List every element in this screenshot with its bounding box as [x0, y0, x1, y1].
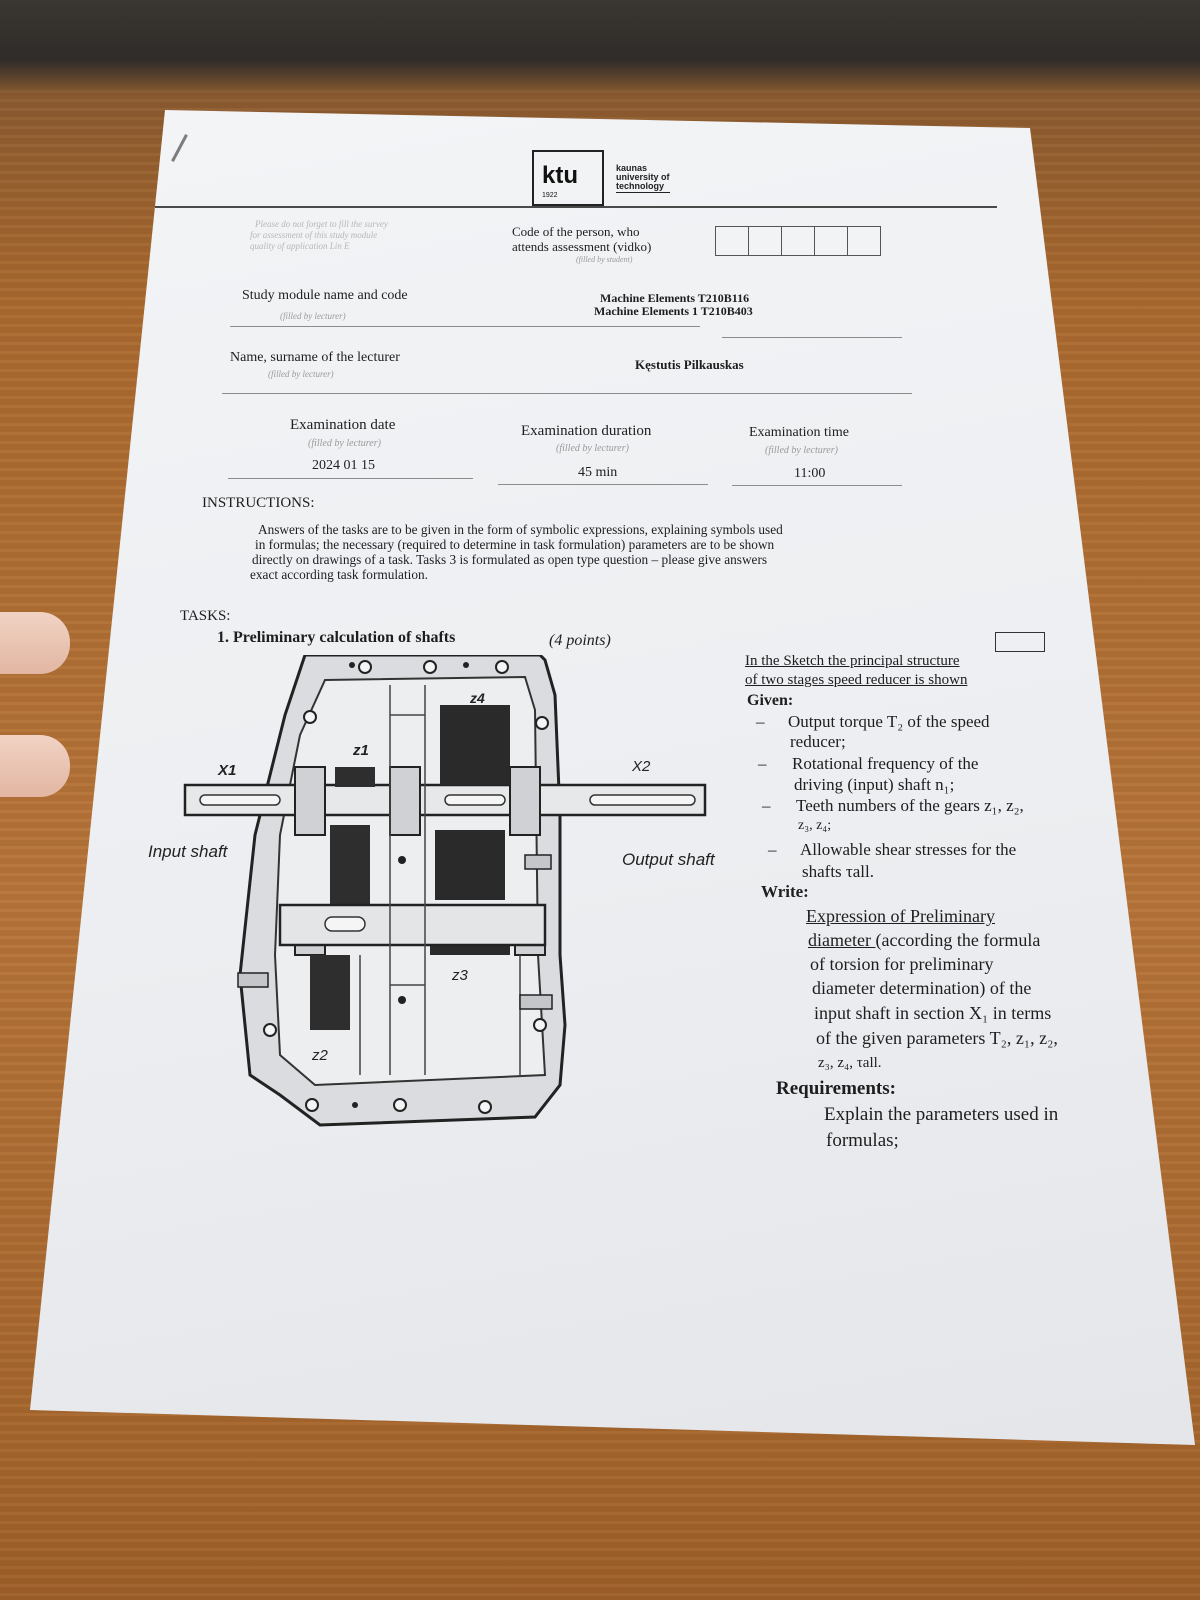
given-heading: Given:: [747, 692, 794, 709]
code-digit-box[interactable]: [715, 226, 749, 256]
code-digit-box[interactable]: [814, 226, 848, 256]
code-digit-box[interactable]: [748, 226, 782, 256]
write-text: diameter (according the formula: [808, 930, 1041, 950]
given-item: Allowable shear stresses for the: [800, 840, 1017, 859]
logo-mark: ktu: [542, 162, 578, 189]
code-digit-box[interactable]: [847, 226, 881, 256]
label-z2: z2: [311, 1047, 329, 1064]
code-label: Code of the person, who: [512, 224, 640, 239]
code-digit-box[interactable]: [781, 226, 815, 256]
instructions-heading: INSTRUCTIONS:: [202, 495, 315, 511]
label-x2: X2: [631, 758, 651, 775]
write-text: diameter determination) of the: [812, 978, 1032, 998]
instructions-line: Answers of the tasks are to be given in …: [258, 522, 783, 537]
write-text: Expression of Preliminary: [806, 906, 995, 926]
requirements-heading: Requirements:: [776, 1078, 896, 1099]
list-dash: –: [762, 796, 771, 815]
date-label: Examination date: [290, 417, 396, 433]
gearbox-sketch: X1 X2 z1 z4 z3 z2 Input shaft Output sha…: [148, 655, 716, 1127]
field-underline: [722, 337, 902, 338]
instructions-line: directly on drawings of a task. Tasks 3 …: [252, 552, 768, 567]
date-hint: (filled by lecturer): [308, 438, 381, 449]
field-underline: [230, 326, 700, 327]
header-divider: [155, 206, 997, 208]
field-underline: [498, 484, 708, 485]
module-label: Study module name and code: [242, 288, 408, 303]
task1-points: (4 points): [549, 632, 611, 649]
list-dash: –: [756, 712, 765, 731]
label-z3: z3: [451, 967, 469, 984]
given-item: reducer;: [790, 732, 846, 751]
requirements-text: Explain the parameters used in: [824, 1104, 1059, 1125]
instructions-line: in formulas; the necessary (required to …: [255, 537, 775, 552]
time-value: 11:00: [794, 466, 826, 481]
survey-note: for assessment of this study module: [250, 230, 378, 240]
finger: [0, 735, 70, 797]
duration-hint: (filled by lecturer): [556, 443, 629, 454]
logo-university-name: kaunas university of technology: [616, 163, 670, 193]
write-text: z₃, z₄, τall.: [818, 1055, 882, 1071]
task-intro: In the Sketch the principal structure: [745, 653, 960, 669]
tasks-heading: TASKS:: [180, 608, 231, 624]
list-dash: –: [758, 754, 767, 773]
field-underline: [222, 393, 912, 394]
ktu-logo: ktu 1922: [532, 150, 604, 206]
finger: [0, 612, 70, 674]
date-value: 2024 01 15: [312, 458, 375, 473]
lecturer-value: Kęstutis Pilkauskas: [635, 357, 744, 372]
list-dash: –: [768, 840, 777, 859]
instructions-line: exact according task formulation.: [250, 567, 428, 582]
survey-note: Please do not forget to fill the survey: [255, 219, 388, 229]
logo-year: 1922: [542, 192, 558, 199]
module-hint: (filled by lecturer): [280, 311, 346, 321]
label-input-shaft: Input shaft: [148, 842, 229, 861]
module-value: Machine Elements 1 T210B403: [594, 304, 753, 318]
duration-value: 45 min: [578, 465, 618, 480]
time-label: Examination time: [749, 425, 849, 440]
label-z4: z4: [469, 690, 485, 706]
task1-title: 1. Preliminary calculation of shafts: [217, 629, 456, 646]
module-value: Machine Elements T210B116: [600, 291, 750, 305]
field-underline: [228, 478, 473, 479]
field-underline: [732, 485, 902, 486]
lecturer-label: Name, surname of the lecturer: [230, 350, 400, 365]
given-item: shafts τall.: [802, 862, 874, 881]
duration-label: Examination duration: [521, 423, 652, 439]
lecturer-hint: (filled by lecturer): [268, 369, 334, 379]
time-hint: (filled by lecturer): [765, 445, 838, 456]
requirements-text: formulas;: [826, 1130, 899, 1151]
write-text: of torsion for preliminary: [810, 954, 994, 974]
given-item: z₃, z₄;: [798, 818, 832, 833]
code-hint: (filled by student): [576, 255, 633, 264]
write-text: input shaft in section X₁ in terms: [814, 1003, 1052, 1023]
label-z1: z1: [352, 742, 369, 759]
write-heading: Write:: [761, 882, 809, 901]
code-label: attends assessment (vidko): [512, 239, 652, 254]
given-item: driving (input) shaft n₁;: [794, 775, 955, 794]
given-item: Teeth numbers of the gears z₁, z₂,: [796, 796, 1024, 815]
write-text: of the given parameters T₂, z₁, z₂,: [816, 1028, 1058, 1048]
score-box[interactable]: [995, 632, 1045, 652]
label-x1: X1: [217, 762, 236, 779]
survey-note: quality of application Lin E: [250, 241, 350, 251]
exam-paper: [30, 110, 1195, 1445]
task-intro: of two stages speed reducer is shown: [745, 672, 968, 688]
label-output-shaft: Output shaft: [622, 850, 716, 869]
given-item: Output torque T₂ of the speed: [788, 712, 990, 731]
given-item: Rotational frequency of the: [792, 754, 979, 773]
